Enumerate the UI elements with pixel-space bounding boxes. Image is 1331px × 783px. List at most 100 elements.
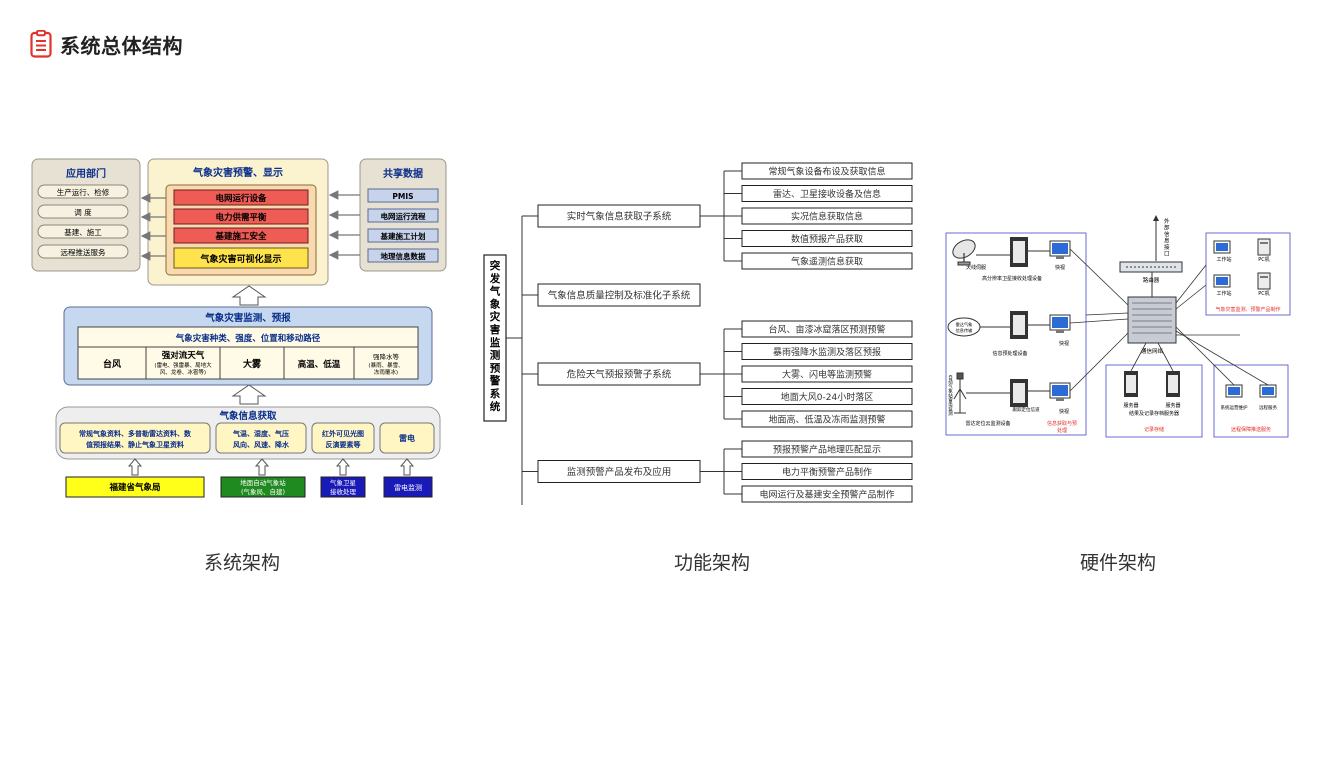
func-leaf-label: 数值预报产品获取 <box>791 233 863 245</box>
func-leaf-box <box>741 343 913 360</box>
source-arrows <box>127 458 415 476</box>
func-root-char: 突 <box>490 259 501 272</box>
func-leaf-label: 台风、亩漆冰窟落区预测预警 <box>768 324 885 336</box>
cloud-label: 雷达气象 <box>956 321 973 328</box>
monitor-icon <box>1049 382 1071 401</box>
app-item-box <box>37 184 129 199</box>
group1-label: 信息获取与预 <box>1047 420 1077 427</box>
monitor-icon <box>1049 314 1071 333</box>
func-leaf-label: 实况信息获取信息 <box>791 211 863 223</box>
func-subsystem-label: 实时气象信息获取子系统 <box>567 211 672 223</box>
warn-item-box <box>173 227 309 244</box>
info-box-line: 反演要素等 <box>326 440 361 449</box>
monitor-cell-temp: 高温、低温 <box>298 359 341 370</box>
app-item-label: 远程推送服务 <box>61 247 106 257</box>
func-leaf-box <box>741 162 913 180</box>
share-item-box <box>367 208 439 223</box>
server-label: 服务器 <box>1123 402 1138 409</box>
workstation-icon <box>1213 274 1231 288</box>
app-dept-title: 应用部门 <box>66 167 106 180</box>
caption-system: 系统架构 <box>203 552 280 574</box>
func-leaf-box <box>741 320 913 338</box>
func-leaf-label: 电网运行及基建安全预警产品制作 <box>759 489 894 501</box>
func-subsystem-box <box>537 460 701 483</box>
warn-vis-box <box>173 247 309 269</box>
db-label: 结果及记录存档服务器 <box>1129 410 1179 417</box>
info-box-line: 风向、风速、降水 <box>233 440 290 449</box>
monitor-sub: 气象灾害种类、强度、位置和移动路径 <box>175 333 321 344</box>
screen-label: 快视 <box>1059 340 1069 347</box>
system-architecture-diagram: 应用部门 生产运行、检修 调 度 基建、施工 远程推送服务 气象灾害预警、显示 … <box>31 158 447 498</box>
server-icon <box>1010 311 1028 339</box>
shared-data-title: 共享数据 <box>383 167 423 180</box>
func-leaf-box <box>741 388 913 405</box>
workstation-icon <box>1225 384 1243 398</box>
external-interface-char: 口 <box>1164 251 1170 258</box>
func-root-char: 气 <box>489 285 501 298</box>
warn-item-label: 基建施工安全 <box>214 231 267 242</box>
switch-rack-icon <box>1127 296 1177 344</box>
ws-label: 工作站 <box>1216 256 1231 263</box>
server-icon <box>1166 371 1180 397</box>
up-arrow-icon <box>231 285 267 306</box>
warn-item-box <box>173 189 309 206</box>
func-leaf-box <box>741 365 913 383</box>
monitor-cell-convective: 强对流天气 <box>162 350 205 361</box>
source-label: 接收处理 <box>330 487 357 496</box>
func-leaf-box <box>741 410 913 428</box>
cloud-label: 信息传输 <box>956 327 974 334</box>
ground-station-label: 自动气象站雷电监测 <box>948 374 953 417</box>
func-subsystem-box <box>537 283 701 307</box>
sat-rx-label: 高分辨率卫星接收处理设备 <box>982 275 1042 282</box>
remote-label: 系统运营维护 <box>1221 404 1248 411</box>
page-header: 系统总体结构 <box>30 28 183 60</box>
info-box-line: 红外可见光图 <box>322 429 364 438</box>
func-leaf-box <box>741 485 913 503</box>
func-subsystem-box <box>537 204 701 228</box>
document-icon <box>30 30 52 58</box>
page-title: 系统总体结构 <box>60 33 183 58</box>
warn-item-label: 电力供需平衡 <box>215 212 267 223</box>
func-leaf-box <box>741 207 913 225</box>
up-arrow-icon <box>399 458 415 476</box>
source-box <box>320 476 366 498</box>
func-leaf-label: 常规气象设备布设及获取信息 <box>768 166 885 178</box>
share-item-label: PMIS <box>392 192 413 201</box>
group4-label: 远程保障推送服务 <box>1231 426 1271 433</box>
monitor-cell-fog: 大雾 <box>243 358 262 370</box>
server-label: 服务器 <box>1165 402 1180 409</box>
func-root-char: 害 <box>490 323 501 336</box>
warn-vis-label: 气象灾害可视化显示 <box>199 253 281 265</box>
remote-label: 远程服务 <box>1259 404 1277 411</box>
source-label: 地面自动气象站 <box>240 478 286 487</box>
func-leaf-box <box>741 440 913 458</box>
share-item-box <box>367 188 439 203</box>
func-root-char: 灾 <box>490 310 501 323</box>
up-arrow-icon <box>127 458 143 476</box>
share-item-label: 电网运行流程 <box>381 211 426 221</box>
up-arrow-icon <box>231 384 267 405</box>
warn-display-title: 气象灾害预警、显示 <box>192 166 283 179</box>
source-label: 福建省气象局 <box>108 482 160 493</box>
workstation-icon <box>1259 384 1277 398</box>
monitor-cell-convective-sub: 风、龙卷、冰雹等) <box>160 368 206 376</box>
func-root-char: 监 <box>490 336 501 349</box>
info-box-line: 常规气象资料、多普勒雷达资料、数 <box>79 429 192 438</box>
ws-label: 工作站 <box>1216 290 1231 297</box>
caption-hardware: 硬件架构 <box>1079 552 1156 574</box>
screen-label: 快视 <box>1059 408 1069 415</box>
info-box-line: 值预报结果、静止气象卫星资料 <box>86 440 184 449</box>
info-box <box>311 422 375 454</box>
func-leaf-label: 地面高、低温及冻雨监测预警 <box>768 414 885 426</box>
pc-icon <box>1257 272 1271 290</box>
info-proc-label: 信息预处理设备 <box>992 350 1027 357</box>
external-interface-char: 息 <box>1164 237 1170 245</box>
router-label: 路由器 <box>1143 276 1160 284</box>
func-leaf-label: 预报预警产品地理匹配显示 <box>773 444 881 456</box>
hw-group-production <box>1205 232 1291 316</box>
app-dept-items: 生产运行、检修 调 度 基建、施工 远程推送服务 <box>37 184 129 259</box>
pc-label: PC机 <box>1258 290 1270 297</box>
